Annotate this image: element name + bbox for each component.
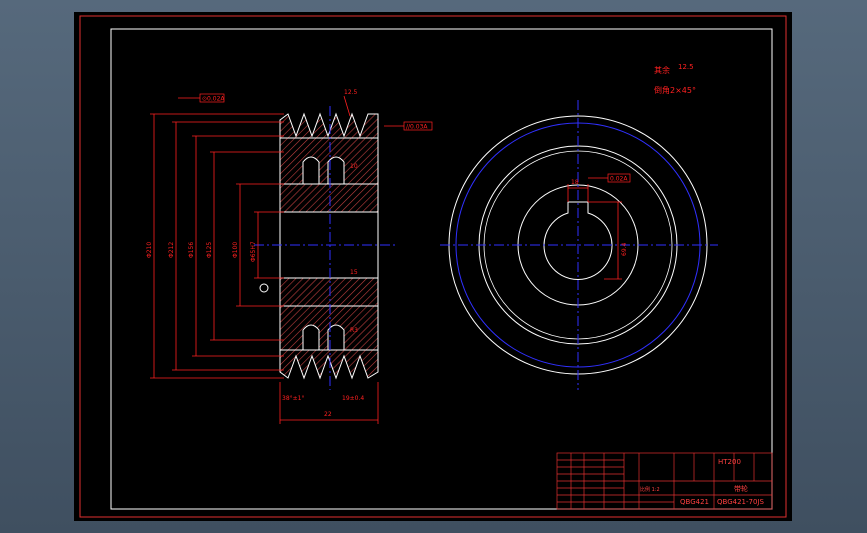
inner-frame — [110, 28, 773, 510]
keyed-bore — [543, 201, 613, 280]
upper-web — [279, 137, 379, 185]
front-tolerance-label: 0.02A — [610, 176, 628, 183]
dia-2-label: Φ212 — [168, 242, 175, 258]
lower-hub — [279, 277, 379, 307]
dia-5-label: Φ100 — [232, 242, 239, 258]
width-label: 22 — [324, 411, 332, 418]
notes: 其余 12.5 倒角2×45° — [654, 63, 696, 95]
keyway-mark — [259, 283, 269, 293]
groove-pitch-label: 19±0.4 — [342, 395, 364, 402]
upper-rim — [279, 112, 379, 139]
lower-rim — [279, 349, 379, 380]
chamfer-note: 倒角2×45° — [654, 85, 696, 95]
groove-angle-label: 38°±1° — [282, 395, 304, 402]
roughness-note-label: 其余 — [654, 65, 670, 75]
cad-drawing: ⊙0.02A //0.03A 12.5 10 15 R3 38°±1° 19±0… — [79, 15, 787, 518]
upper-hub — [279, 183, 379, 213]
section-dimensions — [150, 95, 404, 424]
dia-outer-label: Φ210 — [146, 242, 153, 258]
front-view: 18 0.02A 69.4 — [440, 100, 718, 390]
title-block — [556, 452, 773, 510]
roughness-value: 12.5 — [678, 63, 694, 71]
datum-a-label: ⊙0.02A — [202, 96, 225, 103]
radius-label: R3 — [350, 327, 358, 334]
dia-4-label: Φ125 — [206, 242, 213, 258]
middle-label: 15 — [350, 269, 358, 276]
title-scale: 比例 1:2 — [640, 486, 660, 493]
datum-b-label: //0.03A — [406, 124, 428, 131]
drawing-canvas: ⊙0.02A //0.03A 12.5 10 15 R3 38°±1° 19±0… — [74, 12, 792, 521]
outer-frame — [79, 15, 787, 518]
dia-3-label: Φ156 — [188, 242, 195, 258]
title-drawing-no: QBG421-70JS — [717, 498, 764, 506]
lower-web — [279, 305, 379, 351]
keyway-width-label: 18 — [571, 179, 579, 186]
keyway-depth-label: 69.4 — [621, 242, 628, 256]
title-part-no: QBG421 — [680, 498, 709, 506]
bore-label: Φ65H7 — [250, 241, 257, 262]
title-material: HT200 — [718, 458, 741, 466]
title-name: 带轮 — [734, 484, 748, 493]
section-labels: ⊙0.02A //0.03A 12.5 10 15 R3 38°±1° 19±0… — [146, 89, 433, 418]
section-view — [254, 106, 396, 390]
top-roughness-label: 12.5 — [344, 89, 358, 96]
hub-width-label: 10 — [350, 163, 358, 170]
